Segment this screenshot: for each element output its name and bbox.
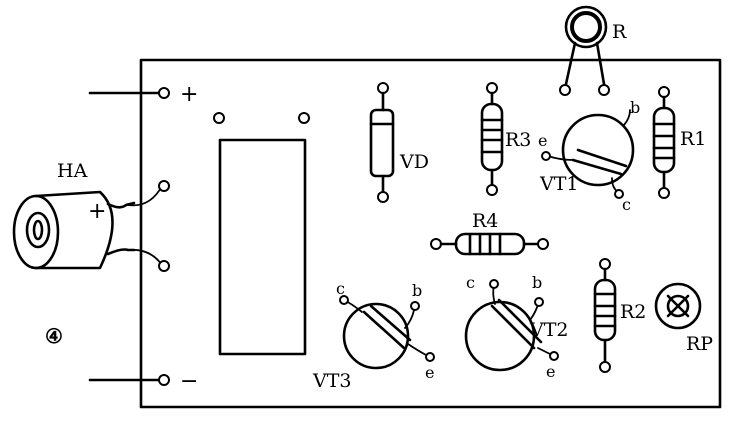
label-VT1: VT1 bbox=[539, 173, 578, 195]
VT2-pin-b: b bbox=[532, 273, 542, 292]
VT1-pin-e: e bbox=[538, 131, 547, 150]
VT1-pin-c: c bbox=[622, 195, 631, 214]
VT3-pin-c: c bbox=[336, 279, 345, 298]
label-R4: R4 bbox=[472, 210, 498, 232]
diode-VD: VD bbox=[369, 82, 429, 203]
label-R3: R3 bbox=[505, 129, 531, 151]
transistor-VT2: c b e VT2 bbox=[464, 273, 568, 381]
resistor-R4: R4 bbox=[430, 210, 549, 256]
relay-block bbox=[213, 112, 310, 356]
label-VT2: VT2 bbox=[529, 319, 568, 341]
VT3-pin-e: e bbox=[425, 363, 434, 382]
VT3-pin-b: b bbox=[412, 281, 422, 300]
label-R2: R2 bbox=[620, 301, 646, 323]
label-R: R bbox=[612, 21, 627, 43]
label-VT3: VT3 bbox=[312, 370, 351, 392]
label-RP: RP bbox=[686, 333, 713, 355]
VT1-pin-b: b bbox=[630, 98, 640, 117]
resistor-R1: R1 bbox=[652, 86, 706, 199]
transistor-VT3: c b e VT3 bbox=[312, 279, 435, 392]
VT2-pin-c: c bbox=[466, 273, 475, 292]
buzzer-plus-sign: + bbox=[88, 199, 106, 224]
buzzer-HA: + HA bbox=[12, 160, 170, 272]
potentiometer-RP: RP bbox=[654, 282, 713, 355]
figure-number: ④ bbox=[45, 324, 63, 348]
negative-lead: − bbox=[88, 369, 198, 394]
label-R1: R1 bbox=[680, 128, 706, 150]
transistor-VT1: e b c VT1 bbox=[538, 98, 640, 214]
VT2-pin-e: e bbox=[546, 362, 555, 381]
circuit-board bbox=[139, 58, 722, 409]
positive-lead: + bbox=[88, 82, 198, 107]
label-HA: HA bbox=[57, 160, 88, 182]
resistor-R2: R2 bbox=[593, 258, 646, 373]
negative-terminal-sign: − bbox=[180, 369, 198, 394]
resistor-R3: R3 bbox=[480, 82, 531, 196]
positive-terminal-sign: + bbox=[180, 82, 198, 107]
label-VD: VD bbox=[399, 151, 429, 173]
photoresistor-R: R bbox=[559, 5, 627, 96]
